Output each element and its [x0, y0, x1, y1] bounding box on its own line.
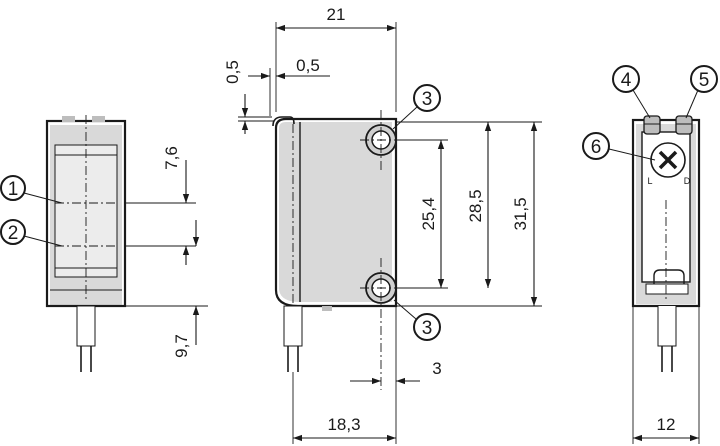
dim-9-7-label: 9,7: [172, 334, 191, 358]
dim-0-5-vertical-label: 0,5: [223, 60, 242, 84]
dim-7-6-label: 7,6: [162, 146, 181, 170]
front-view: 1 2 7,6 9,7: [0, 115, 208, 372]
dim-0-5-horizontal-label: 0,5: [296, 56, 320, 75]
side-view: 21 0,5 0,5 25,4 28,5 31,5 3 18,3: [223, 5, 542, 444]
pot-label-left: L: [647, 176, 652, 186]
callout-6: [582, 132, 610, 160]
callout-3-bottom-number: 3: [422, 318, 433, 339]
pot-label-right: D: [684, 176, 691, 186]
callout-1-number: 1: [8, 179, 19, 200]
dim-21-label: 21: [327, 5, 346, 24]
callout-4: [612, 65, 640, 93]
callout-6-number: 6: [591, 137, 602, 158]
callout-2: [0, 219, 26, 245]
dim-12-label: 12: [657, 415, 676, 434]
dim-28-5-label: 28,5: [466, 189, 485, 222]
dim-31-5-label: 31,5: [511, 197, 530, 230]
callout-5-number: 5: [699, 70, 710, 91]
callout-5: [690, 65, 718, 93]
callout-3-top: [413, 84, 441, 112]
dim-25-4-label: 25,4: [419, 197, 438, 230]
callout-1: [0, 175, 26, 201]
rear-view: L D 12 4 5 6: [582, 65, 718, 444]
dim-18-3-label: 18,3: [327, 415, 360, 434]
callout-3-top-number: 3: [422, 89, 433, 110]
callout-2-number: 2: [8, 223, 19, 244]
callout-3-bottom: [413, 313, 441, 341]
callout-4-number: 4: [621, 70, 632, 91]
dim-3-label: 3: [432, 359, 441, 378]
